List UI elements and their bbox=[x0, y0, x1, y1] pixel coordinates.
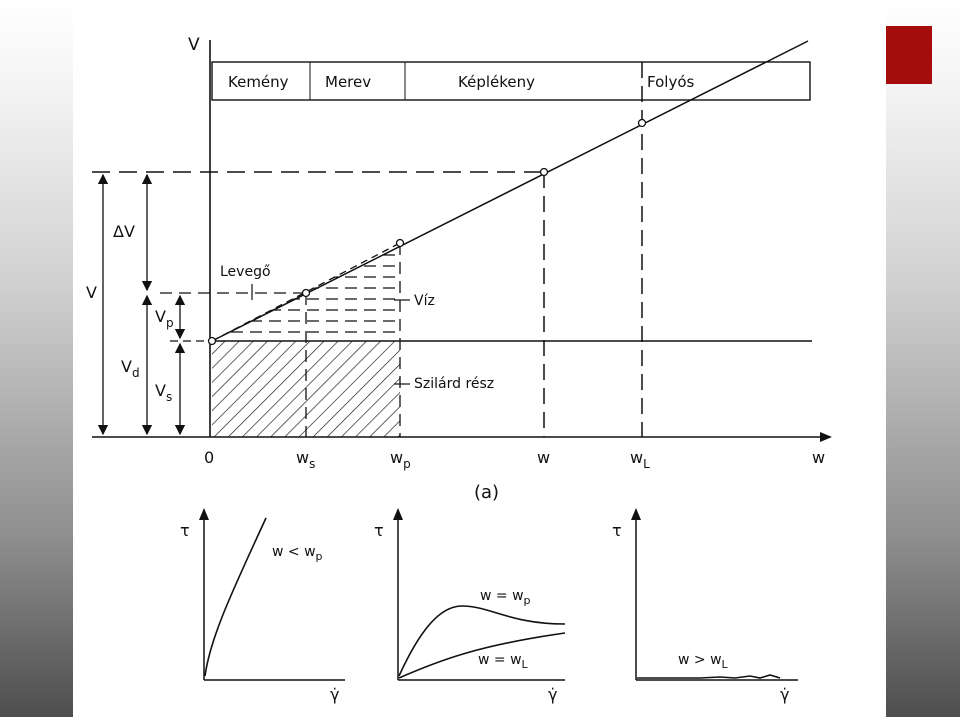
tick-w: w bbox=[537, 448, 550, 467]
plot3-y-arrow bbox=[631, 508, 641, 520]
plot2-label-top: w = wp bbox=[480, 588, 531, 607]
solid-label: Szilárd rész bbox=[414, 376, 494, 392]
vp-label: Vp bbox=[155, 307, 174, 330]
state-merev: Merev bbox=[325, 73, 371, 91]
point-origin bbox=[207, 336, 217, 346]
caption-a: (a) bbox=[474, 482, 499, 503]
plot2-y-arrow bbox=[393, 508, 403, 520]
plot2-label-bottom: w = wL bbox=[478, 652, 529, 671]
plot3-gamma: γ̇ bbox=[780, 685, 789, 704]
air-label: Levegő bbox=[220, 264, 271, 280]
state-keplekeny: Képlékeny bbox=[458, 73, 535, 91]
plot2-gamma: γ̇ bbox=[548, 685, 557, 704]
v-axis-label: V bbox=[188, 35, 200, 55]
v-total-label: V bbox=[86, 283, 97, 302]
delta-v-label: ΔV bbox=[113, 222, 135, 241]
plot1-y-arrow bbox=[199, 508, 209, 520]
state-folyos: Folyós bbox=[647, 73, 694, 91]
tick-zero: 0 bbox=[204, 448, 214, 467]
point-wp bbox=[395, 238, 405, 248]
w-axis-label: w bbox=[812, 448, 825, 467]
state-kemeny: Kemény bbox=[228, 73, 289, 91]
plot3-label: w > wL bbox=[678, 652, 729, 671]
volume-line bbox=[211, 40, 809, 342]
point-wl bbox=[637, 118, 647, 128]
plot2-curve-wp bbox=[398, 605, 566, 677]
vs-label: Vs bbox=[155, 381, 172, 404]
plot1-gamma: γ̇ bbox=[330, 685, 339, 704]
tick-ws: ws bbox=[296, 448, 315, 471]
plot3-tau: τ bbox=[612, 521, 622, 540]
state-band bbox=[211, 61, 811, 101]
plot1-tau: τ bbox=[180, 521, 190, 540]
tick-wp: wp bbox=[390, 448, 411, 471]
tick-wl: wL bbox=[630, 448, 650, 471]
accent-square bbox=[886, 26, 932, 84]
vd-label: Vd bbox=[121, 357, 140, 380]
slide-panel bbox=[73, 0, 886, 717]
point-w bbox=[539, 167, 549, 177]
plot1-label: w < wp bbox=[272, 544, 323, 563]
plot2-tau: τ bbox=[374, 521, 384, 540]
point-ws bbox=[301, 288, 311, 298]
plot1-curve bbox=[204, 517, 267, 677]
plot3-curve bbox=[637, 674, 781, 679]
water-label: Víz bbox=[414, 293, 435, 309]
plot2-curve-wl bbox=[398, 632, 566, 679]
w-axis-arrow bbox=[820, 432, 832, 442]
